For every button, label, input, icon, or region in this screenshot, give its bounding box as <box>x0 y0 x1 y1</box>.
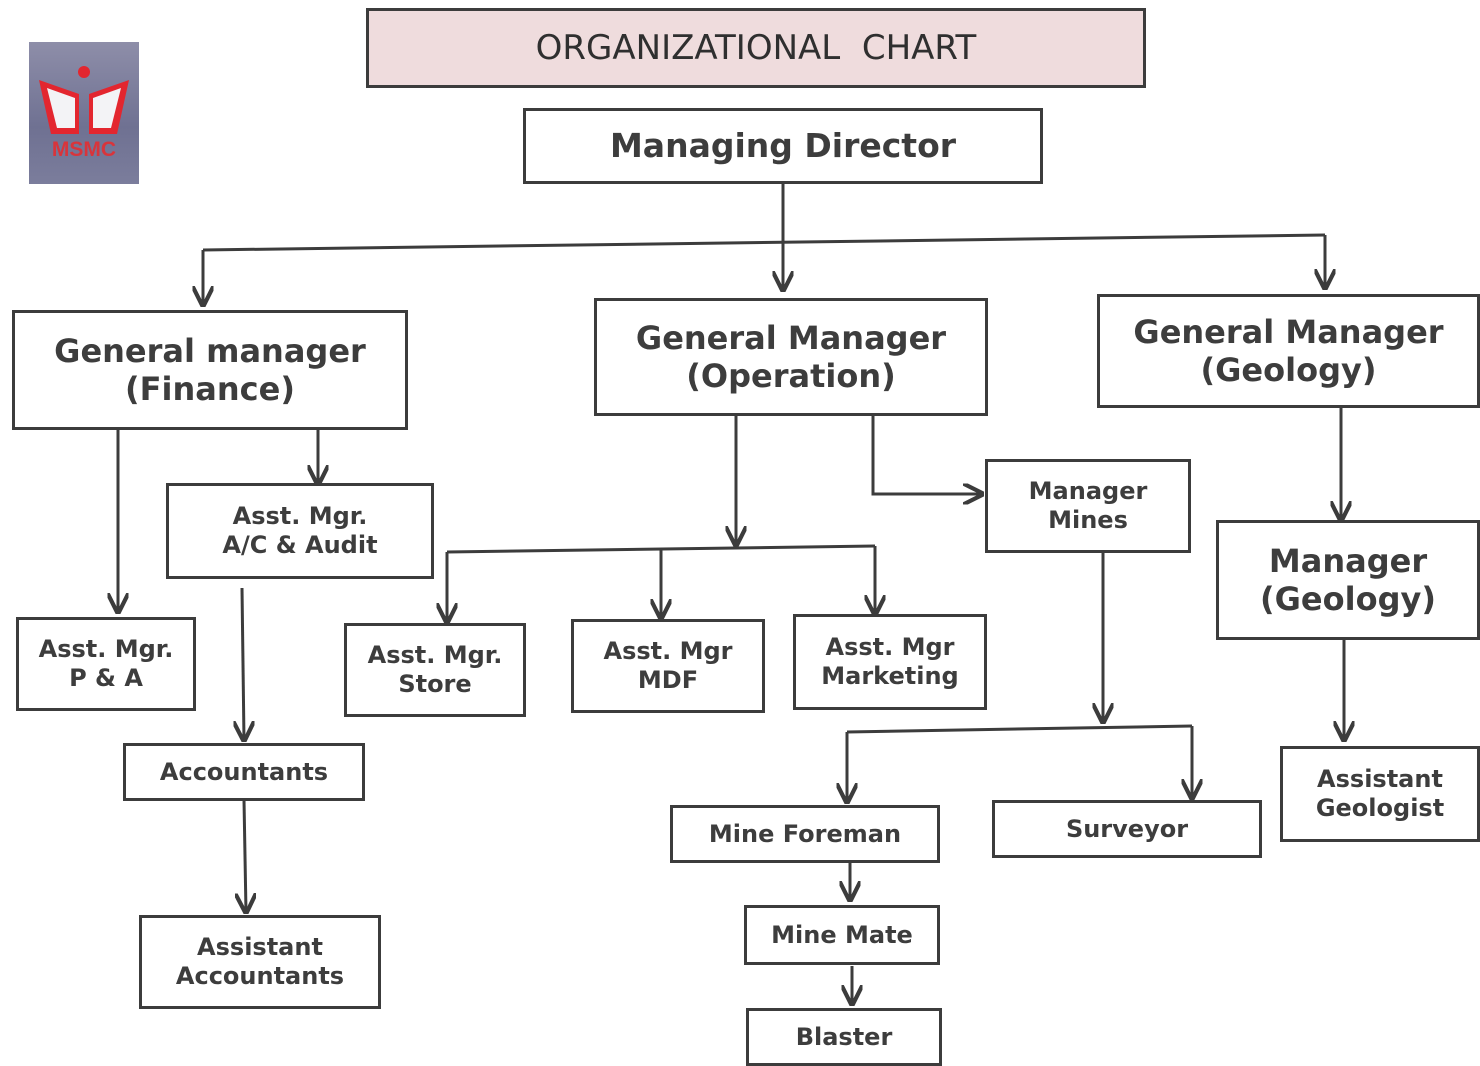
surveyor-box: Surveyor <box>992 800 1262 858</box>
manager-mines-line1: Manager <box>1028 477 1148 506</box>
audit-to-accountants-connector <box>242 587 244 740</box>
surveyor-label: Surveyor <box>1065 814 1189 843</box>
accountants-box: Accountants <box>123 743 365 801</box>
manager-geology-line2: (Geology) <box>1260 580 1436 618</box>
assistant-geologist-box: Assistant Geologist <box>1280 746 1480 842</box>
gm-operation-box: General Manager (Operation) <box>594 298 988 416</box>
manager-geology-box: Manager (Geology) <box>1216 520 1480 640</box>
accountants-to-assistant-connector <box>244 799 246 912</box>
gm-finance-box: General manager (Finance) <box>12 310 408 430</box>
mines-bus-line <box>846 724 1193 734</box>
msmc-logo: MSMC <box>29 42 139 184</box>
gm-operation-line1: General Manager <box>635 318 947 357</box>
chart-title: ORGANIZATIONAL CHART <box>366 8 1146 88</box>
asst-mgr-marketing-box: Asst. Mgr Marketing <box>793 614 987 710</box>
asst-mgr-store-box: Asst. Mgr. Store <box>344 623 526 717</box>
asst-bus-line <box>446 544 876 554</box>
operation-to-mines-connector <box>871 415 982 494</box>
managing-director-label: Managing Director <box>609 126 957 166</box>
asst-mgr-marketing-line1: Asst. Mgr <box>825 633 955 662</box>
mine-mate-box: Mine Mate <box>744 905 940 965</box>
top-bus-line <box>202 233 1326 252</box>
managing-director-box: Managing Director <box>523 108 1043 184</box>
mine-foreman-box: Mine Foreman <box>670 805 940 863</box>
asst-mgr-mdf-line2: MDF <box>637 666 699 694</box>
gm-finance-line1: General manager <box>54 331 366 370</box>
asst-mgr-marketing-line2: Marketing <box>821 662 959 690</box>
assistant-accountants-line2: Accountants <box>175 962 345 990</box>
asst-mgr-pa-box: Asst. Mgr. P & A <box>16 617 196 711</box>
blaster-box: Blaster <box>746 1008 942 1066</box>
chart-title-text: ORGANIZATIONAL CHART <box>535 27 977 68</box>
asst-mgr-mdf-box: Asst. Mgr MDF <box>571 619 765 713</box>
gm-geology-line2: (Geology) <box>1200 351 1377 389</box>
asst-mgr-store-line1: Asst. Mgr. <box>367 641 503 670</box>
asst-mgr-store-line2: Store <box>398 670 472 698</box>
logo-mark-icon <box>39 66 129 134</box>
asst-mgr-ac-audit-line1: Asst. Mgr. <box>232 502 368 531</box>
asst-mgr-ac-audit-box: Asst. Mgr. A/C & Audit <box>166 483 434 579</box>
manager-geology-line1: Manager <box>1268 541 1428 580</box>
logo-text: MSMC <box>51 138 117 161</box>
assistant-accountants-line1: Assistant <box>197 933 323 962</box>
blaster-label: Blaster <box>795 1022 893 1051</box>
gm-geology-box: General Manager (Geology) <box>1097 294 1480 408</box>
accountants-label: Accountants <box>159 757 329 786</box>
gm-finance-line2: (Finance) <box>125 370 295 408</box>
gm-geology-line1: General Manager <box>1133 312 1444 351</box>
asst-mgr-ac-audit-line2: A/C & Audit <box>222 531 378 559</box>
manager-mines-line2: Mines <box>1048 506 1128 534</box>
manager-mines-box: Manager Mines <box>985 459 1191 553</box>
assistant-geologist-line1: Assistant <box>1317 765 1443 794</box>
gm-operation-line2: (Operation) <box>686 357 896 395</box>
asst-mgr-mdf-line1: Asst. Mgr <box>603 637 733 666</box>
assistant-accountants-box: Assistant Accountants <box>139 915 381 1009</box>
mine-foreman-label: Mine Foreman <box>708 819 902 848</box>
mine-mate-label: Mine Mate <box>771 920 913 949</box>
asst-mgr-pa-line1: Asst. Mgr. <box>38 635 174 664</box>
asst-mgr-pa-line2: P & A <box>69 664 143 692</box>
assistant-geologist-line2: Geologist <box>1315 794 1445 822</box>
